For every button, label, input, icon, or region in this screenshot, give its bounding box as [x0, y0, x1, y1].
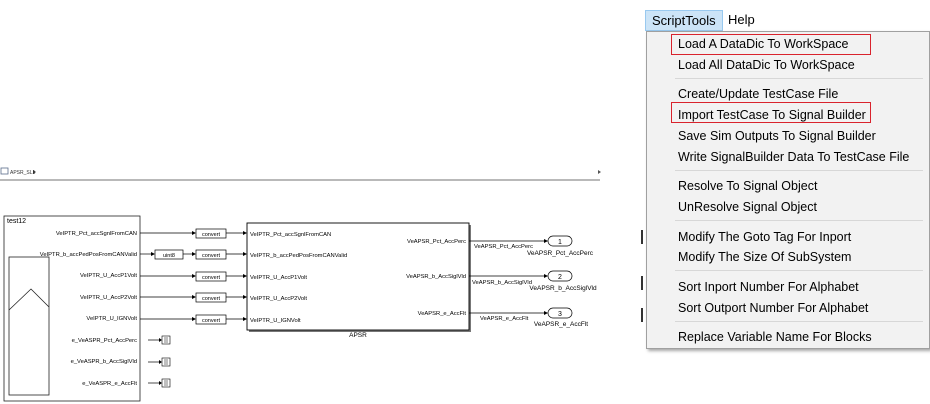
apsr-subsystem[interactable] — [246, 222, 470, 331]
apsr-subsystem-name: APSR — [349, 332, 367, 339]
cast-block-uint8[interactable] — [154, 249, 184, 260]
terminator-1[interactable] — [148, 335, 171, 345]
signal-builder-waveform — [8, 288, 50, 311]
outer-output-label-2: e_VeASPR_b_AccSiglVld — [71, 359, 137, 365]
outport-3[interactable] — [547, 307, 573, 319]
menu-item-import-testcase[interactable]: Import TestCase To Signal Builder — [678, 108, 866, 122]
model-icon — [0, 167, 9, 175]
menu-scripttools[interactable]: ScriptTools — [645, 10, 723, 31]
signal-label-3: VeAPSR_e_AccFlt — [480, 316, 529, 322]
background-window-edge — [641, 228, 644, 328]
menu-separator — [675, 170, 923, 171]
menu-item-resolve-signal[interactable]: Resolve To Signal Object — [678, 179, 818, 193]
convert-block-3[interactable] — [195, 271, 227, 282]
menu-bar: ScriptTools Help — [643, 8, 930, 31]
convert-block-label-1: convert — [202, 232, 221, 238]
menu-separator — [675, 270, 923, 271]
output-line-3[interactable] — [469, 311, 548, 315]
outer-input-label-4: VeIPTR_U_AccP2Volt — [80, 295, 137, 301]
menu-item-create-testcase[interactable]: Create/Update TestCase File — [678, 87, 839, 101]
breadcrumb-end-arrow-icon — [598, 170, 601, 174]
outer-output-label-1: e_VeASPR_Pct_AccPerc — [72, 338, 138, 344]
menu-separator — [675, 321, 923, 322]
convert-block-label-2: convert — [202, 253, 221, 259]
menu-item-unresolve-signal[interactable]: UnResolve Signal Object — [678, 200, 817, 214]
menu-separator — [675, 78, 923, 79]
highlight-box-load-datadic — [671, 34, 871, 55]
menu-item-modify-subsystem-size[interactable]: Modify The Size Of SubSystem — [678, 250, 852, 264]
outport-1[interactable] — [547, 235, 573, 247]
menu-separator — [675, 220, 923, 221]
simulink-canvas: APSR_SL1 test12 VeIPTR_Pct_accSgnlFromCA… — [0, 167, 601, 402]
apsr-inport-1: VeIPTR_Pct_accSgnlFromCAN — [250, 232, 331, 238]
convert-block-5[interactable] — [195, 314, 227, 325]
apsr-inport-4: VeIPTR_U_AccP2Volt — [250, 296, 307, 302]
signal-label-2: VeAPSR_b_AccSiglVld — [472, 280, 532, 286]
breadcrumb[interactable]: APSR_SL1 — [10, 170, 36, 176]
outport-2[interactable] — [547, 270, 573, 282]
signal-line-3[interactable] — [140, 274, 247, 278]
apsr-outport-1: VeAPSR_Pct_AccPerc — [407, 239, 466, 245]
convert-block-label-3: convert — [202, 275, 221, 281]
apsr-inport-3: VeIPTR_U_AccP1Volt — [250, 275, 307, 281]
apsr-inport-5: VeIPTR_U_IGNVolt — [250, 318, 301, 324]
outport-2-name: VeAPSR_b_AccSiglVld — [529, 285, 597, 292]
menu-item-save-sim-outputs[interactable]: Save Sim Outputs To Signal Builder — [678, 129, 876, 143]
outer-input-label-2: VeIPTR_b_accPedPosFromCANValid — [40, 252, 137, 258]
outer-input-label-5: VeIPTR_U_IGNVolt — [86, 316, 137, 322]
outport-2-number: 2 — [558, 274, 562, 281]
output-line-1[interactable] — [469, 239, 548, 243]
terminator-2[interactable] — [148, 357, 171, 367]
signal-label-1: VeAPSR_Pct_AccPerc — [474, 244, 533, 250]
signal-line-5[interactable] — [140, 317, 247, 321]
menu-item-load-datadic[interactable]: Load A DataDic To WorkSpace — [678, 37, 849, 51]
menu-help[interactable]: Help — [728, 12, 755, 27]
breadcrumb-arrow-icon — [33, 170, 36, 174]
menu-item-sort-inport[interactable]: Sort Inport Number For Alphabet — [678, 280, 859, 294]
signal-line-4[interactable] — [140, 295, 247, 299]
menu-item-replace-variable[interactable]: Replace Variable Name For Blocks — [678, 330, 872, 344]
signal-line-2[interactable] — [140, 252, 247, 256]
outer-input-label-3: VeIPTR_U_AccP1Volt — [80, 273, 137, 279]
outer-input-label-1: VeIPTR_Pct_accSgnlFromCAN — [56, 231, 137, 237]
scripttools-dropdown: Load A DataDic To WorkSpace Load All Dat… — [646, 31, 930, 349]
cast-block-label: uint8 — [163, 253, 175, 259]
signal-builder-thumbnail — [8, 256, 50, 396]
outport-3-name: VeAPSR_e_AccFlt — [534, 321, 588, 328]
outport-1-number: 1 — [558, 239, 562, 246]
output-line-2[interactable] — [469, 274, 548, 278]
menu-item-modify-goto-tag[interactable]: Modify The Goto Tag For Inport — [678, 230, 852, 244]
menu-item-write-signalbuilder[interactable]: Write SignalBuilder Data To TestCase Fil… — [678, 150, 910, 164]
convert-block-label-4: convert — [202, 296, 221, 302]
signal-line-1[interactable] — [140, 231, 247, 235]
menu-item-load-all-datadic[interactable]: Load All DataDic To WorkSpace — [678, 58, 855, 72]
convert-block-1[interactable] — [195, 228, 227, 239]
outport-1-name: VeAPSR_Pct_AccPerc — [527, 250, 594, 257]
apsr-inport-2: VeIPTR_b_accPedPosFromCANValid — [250, 253, 347, 259]
outport-3-number: 3 — [558, 311, 562, 318]
convert-block-2[interactable] — [195, 249, 227, 260]
outer-block-title: test12 — [7, 218, 26, 225]
convert-block-4[interactable] — [195, 292, 227, 303]
outer-output-label-3: e_VeASPR_e_AccFlt — [82, 381, 137, 387]
menu-item-sort-outport[interactable]: Sort Outport Number For Alphabet — [678, 301, 869, 315]
apsr-outport-2: VeAPSR_b_AccSiglVld — [406, 274, 466, 280]
terminator-3[interactable] — [148, 378, 171, 388]
apsr-outport-3: VeAPSR_e_AccFlt — [418, 311, 467, 317]
highlight-box-import-testcase — [671, 102, 871, 123]
convert-block-label-5: convert — [202, 318, 221, 324]
